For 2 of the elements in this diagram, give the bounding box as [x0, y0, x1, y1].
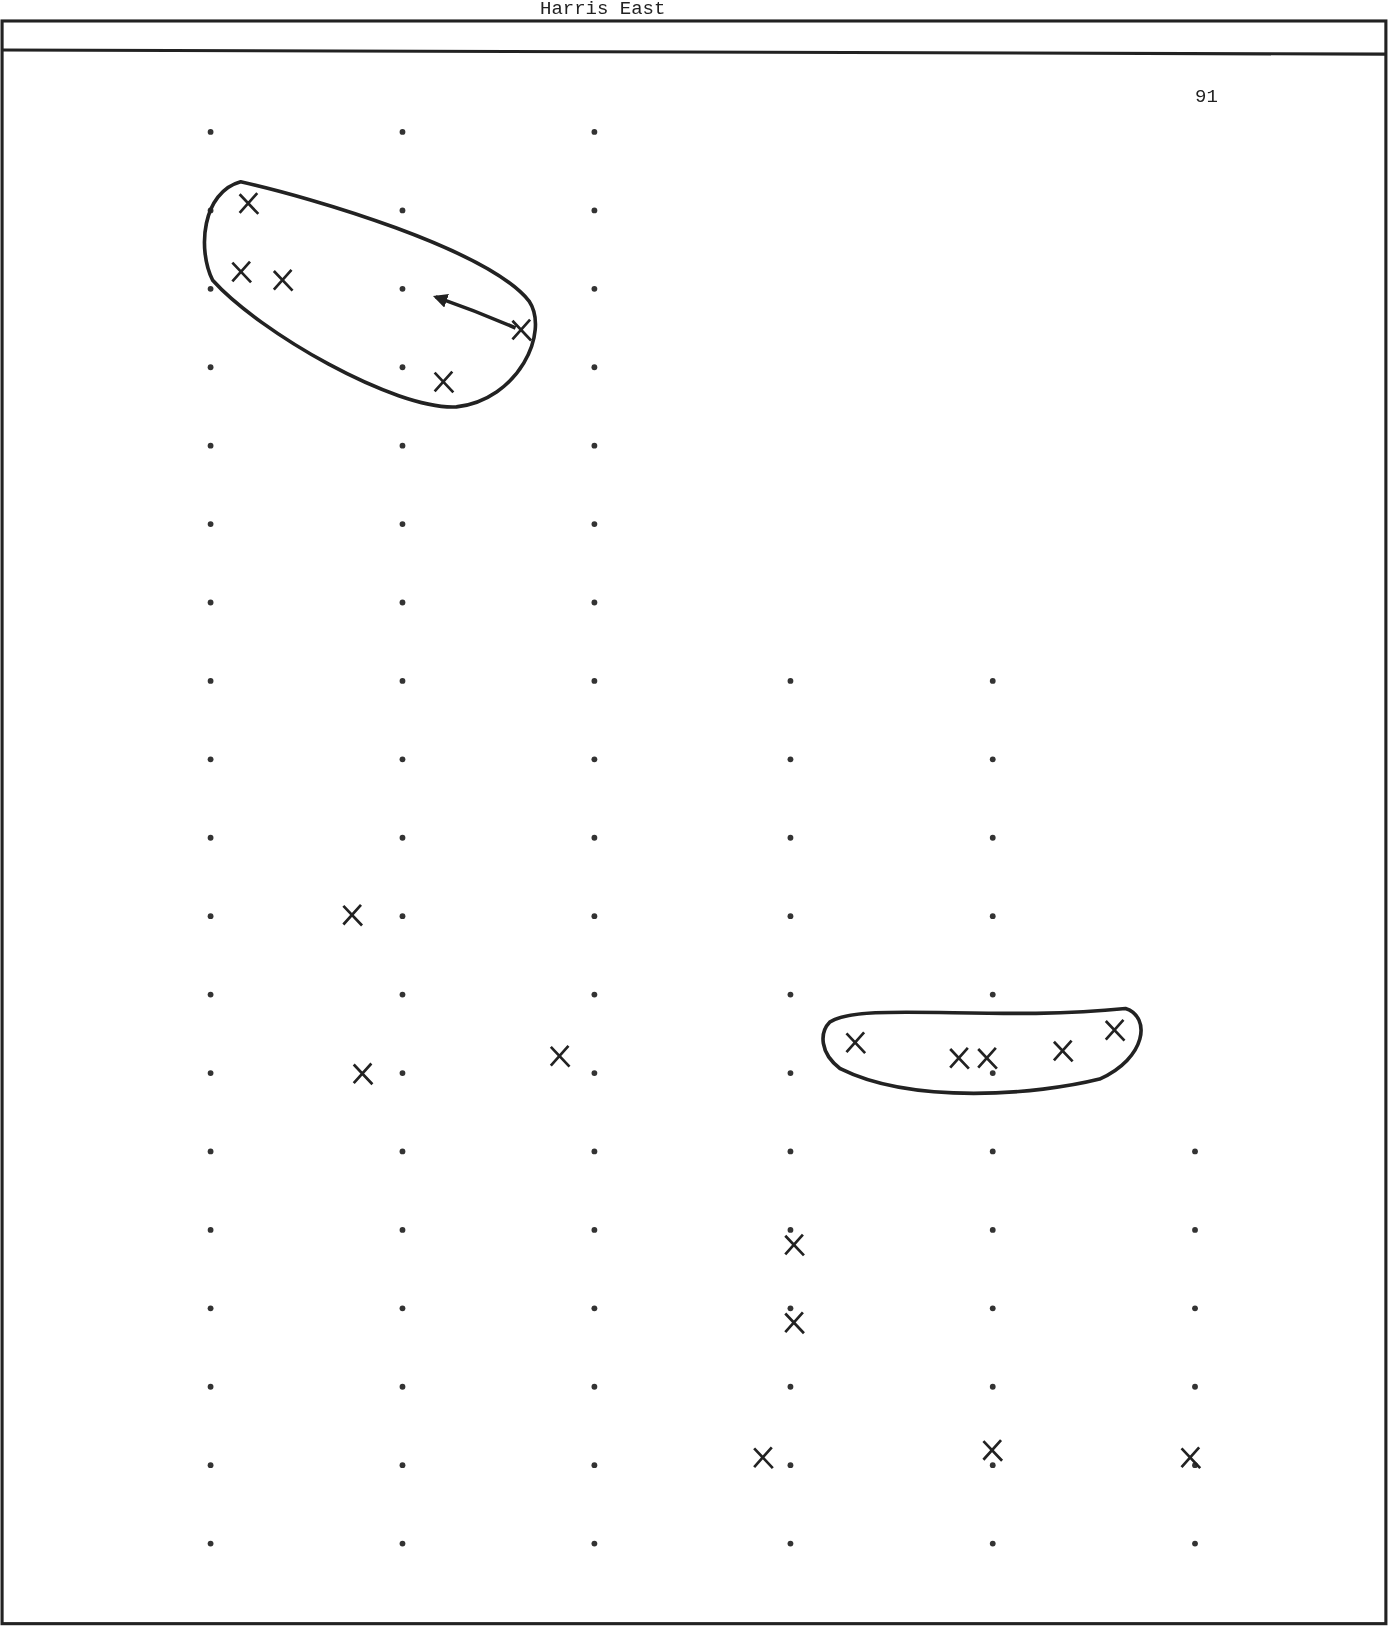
header-text: Harris East	[540, 0, 666, 19]
page-number: 91	[1195, 88, 1218, 107]
